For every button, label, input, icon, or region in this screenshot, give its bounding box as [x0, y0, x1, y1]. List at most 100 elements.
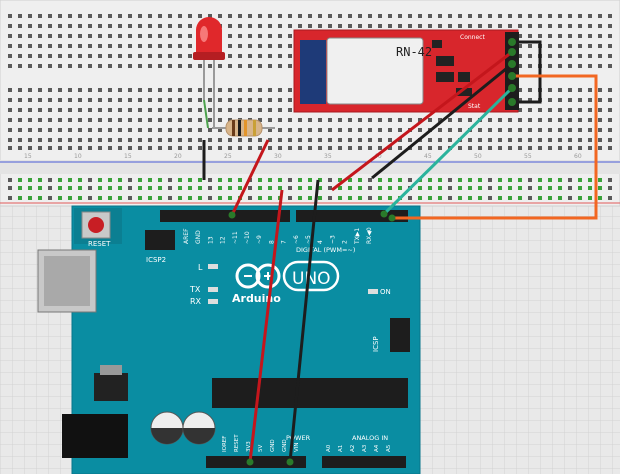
- breadboard-hole: [88, 44, 92, 48]
- breadboard-hole: [598, 54, 602, 58]
- breadboard-hole: [548, 88, 552, 92]
- breadboard-hole: [428, 24, 432, 28]
- breadboard-hole: [268, 138, 272, 142]
- analog-pin-label: A0: [326, 444, 332, 452]
- breadboard-hole: [38, 118, 42, 122]
- breadboard-hole: [268, 128, 272, 132]
- breadboard-hole: [268, 178, 272, 182]
- breadboard-hole: [378, 14, 382, 18]
- breadboard-hole: [238, 34, 242, 38]
- breadboard-hole: [118, 24, 122, 28]
- breadboard-hole: [228, 88, 232, 92]
- breadboard-hole: [138, 88, 142, 92]
- breadboard-hole: [508, 138, 512, 142]
- breadboard-hole: [528, 14, 532, 18]
- power-pin-label: RESET: [234, 434, 240, 452]
- breadboard-hole: [198, 98, 202, 102]
- breadboard-hole: [588, 34, 592, 38]
- breadboard-hole: [178, 64, 182, 68]
- breadboard-hole: [328, 196, 332, 200]
- breadboard-hole: [98, 44, 102, 48]
- breadboard-hole: [568, 108, 572, 112]
- breadboard-hole: [508, 14, 512, 18]
- breadboard-hole: [8, 196, 12, 200]
- breadboard-hole: [608, 64, 612, 68]
- breadboard-hole: [8, 64, 12, 68]
- breadboard-hole: [468, 118, 472, 122]
- breadboard-hole: [188, 178, 192, 182]
- breadboard-hole: [228, 14, 232, 18]
- breadboard-hole: [118, 44, 122, 48]
- breadboard-hole: [28, 186, 32, 190]
- breadboard-hole: [288, 88, 292, 92]
- breadboard-hole: [188, 118, 192, 122]
- breadboard-hole: [238, 14, 242, 18]
- breadboard-hole: [98, 14, 102, 18]
- wire-gnd: [288, 179, 320, 463]
- breadboard-hole: [608, 146, 612, 150]
- breadboard-hole: [288, 54, 292, 58]
- breadboard-hole: [78, 196, 82, 200]
- breadboard-hole: [308, 118, 312, 122]
- breadboard-hole: [218, 138, 222, 142]
- breadboard-hole: [328, 138, 332, 142]
- breadboard-hole: [18, 98, 22, 102]
- breadboard-hole: [368, 24, 372, 28]
- breadboard-hole: [8, 14, 12, 18]
- breadboard-hole: [558, 98, 562, 102]
- breadboard-hole: [468, 178, 472, 182]
- breadboard-hole: [308, 128, 312, 132]
- breadboard-row-number: 25: [224, 153, 232, 160]
- breadboard-hole: [128, 196, 132, 200]
- breadboard-hole: [488, 146, 492, 150]
- breadboard-hole: [58, 64, 62, 68]
- breadboard-hole: [598, 14, 602, 18]
- breadboard-hole: [58, 34, 62, 38]
- analog-pin-label: A3: [362, 444, 368, 452]
- breadboard-hole: [118, 14, 122, 18]
- breadboard-hole: [238, 108, 242, 112]
- breadboard-hole: [88, 196, 92, 200]
- breadboard-hole: [328, 118, 332, 122]
- breadboard-hole: [528, 98, 532, 102]
- breadboard-hole: [578, 128, 582, 132]
- breadboard-hole: [538, 128, 542, 132]
- breadboard-hole: [548, 146, 552, 150]
- breadboard-hole: [328, 14, 332, 18]
- breadboard-hole: [458, 146, 462, 150]
- breadboard-hole: [548, 44, 552, 48]
- breadboard-hole: [78, 14, 82, 18]
- breadboard-hole: [98, 128, 102, 132]
- breadboard-hole: [358, 128, 362, 132]
- breadboard-hole: [108, 88, 112, 92]
- breadboard-hole: [448, 128, 452, 132]
- breadboard-hole: [68, 34, 72, 38]
- module-pin-connect-label: Connect: [460, 34, 485, 41]
- breadboard-hole: [8, 118, 12, 122]
- breadboard-hole: [328, 178, 332, 182]
- breadboard-hole: [508, 178, 512, 182]
- breadboard-hole: [178, 196, 182, 200]
- breadboard-hole: [498, 118, 502, 122]
- breadboard-hole: [128, 34, 132, 38]
- breadboard-hole: [588, 146, 592, 150]
- breadboard-hole: [228, 118, 232, 122]
- breadboard-hole: [268, 54, 272, 58]
- breadboard-hole: [588, 88, 592, 92]
- breadboard-hole: [528, 64, 532, 68]
- breadboard-hole: [218, 98, 222, 102]
- reset-button-cap[interactable]: [88, 217, 104, 233]
- breadboard-hole: [528, 196, 532, 200]
- breadboard-row-number: 15: [24, 153, 32, 160]
- breadboard-hole: [408, 138, 412, 142]
- breadboard-hole: [78, 34, 82, 38]
- breadboard-hole: [518, 88, 522, 92]
- breadboard-hole: [108, 178, 112, 182]
- breadboard-hole: [148, 88, 152, 92]
- breadboard-hole: [218, 88, 222, 92]
- breadboard-hole: [218, 108, 222, 112]
- digital-label: DIGITAL (PWM=~): [296, 246, 355, 254]
- digital-pin-label: 4: [317, 240, 324, 244]
